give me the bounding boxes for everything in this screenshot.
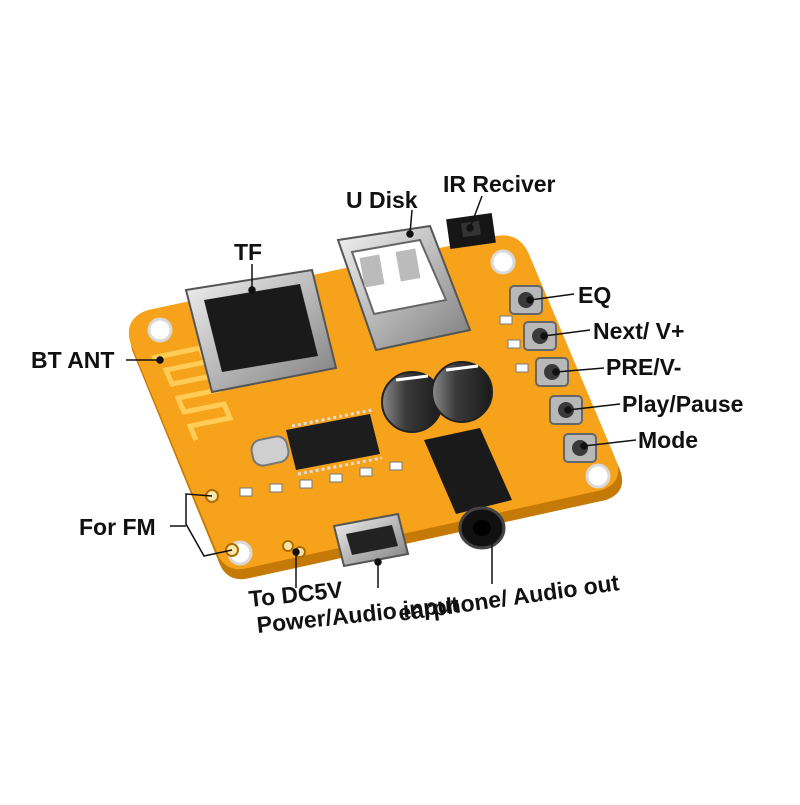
label-for-fm: For FM [79, 514, 156, 540]
crystal-oscillator [250, 435, 290, 467]
tf-card-slot [184, 268, 338, 394]
label-mode: Mode [638, 427, 699, 453]
label-eq: EQ [578, 282, 612, 308]
label-ir-receiver: IR Reciver [443, 171, 556, 197]
label-bt-ant: BT ANT [31, 347, 115, 373]
capacitors [381, 361, 493, 433]
main-ic [286, 408, 383, 476]
micro-usb-port [332, 512, 410, 568]
label-next-v-plus: Next/ V+ [593, 318, 685, 344]
leader-lines [126, 195, 637, 588]
label-u-disk: U Disk [346, 187, 418, 213]
label-pre-v-minus: PRE/V- [606, 354, 682, 380]
label-tf: TF [234, 239, 263, 265]
usb-port [336, 224, 472, 352]
tactile-buttons [509, 285, 597, 463]
label-play-pause: Play/Pause [622, 391, 744, 417]
smd-components [239, 315, 529, 497]
